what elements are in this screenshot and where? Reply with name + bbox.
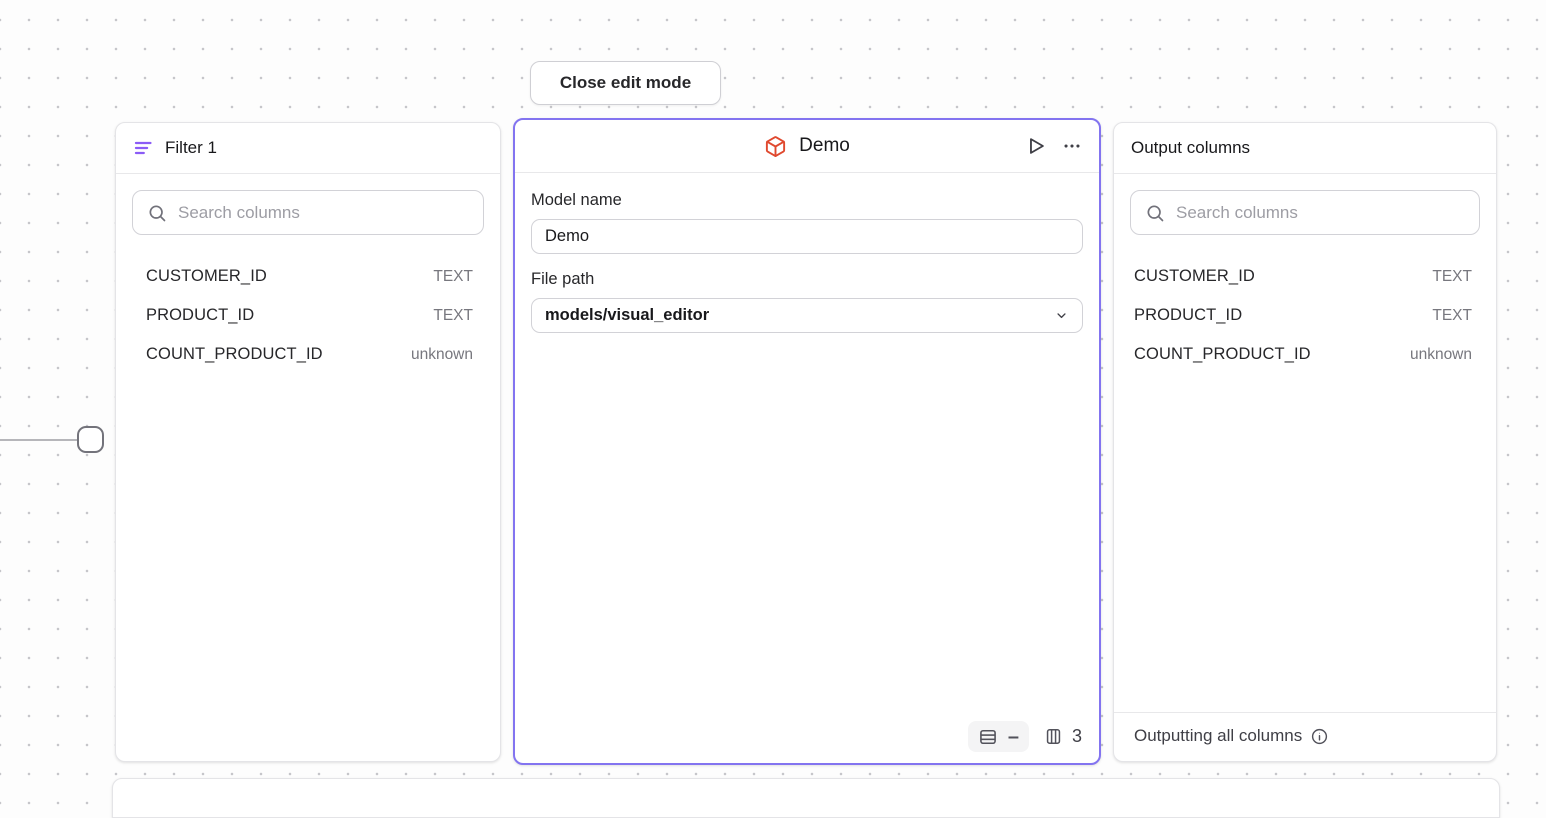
results-preview-panel <box>112 778 1500 818</box>
ellipsis-icon <box>1064 144 1080 148</box>
column-type: TEXT <box>1432 306 1472 324</box>
filter-column-list: CUSTOMER_ID TEXT PRODUCT_ID TEXT COUNT_P… <box>116 251 500 374</box>
column-type: unknown <box>410 345 473 363</box>
output-column-list: CUSTOMER_ID TEXT PRODUCT_ID TEXT COUNT_P… <box>1114 251 1496 374</box>
filter-node-panel: Filter 1 CUSTOMER_ID TEXT PRODUCT_ID TEX… <box>115 122 501 762</box>
model-stats-bar: – 3 <box>967 721 1082 752</box>
output-panel-title: Output columns <box>1131 138 1251 157</box>
output-footer: Outputting all columns <box>1114 712 1496 761</box>
output-search-input[interactable] <box>1176 202 1465 223</box>
file-path-value: models/visual_editor <box>545 306 710 324</box>
model-menu-button[interactable] <box>1055 129 1089 163</box>
column-row[interactable]: COUNT_PRODUCT_ID unknown <box>1114 335 1496 374</box>
column-row[interactable]: PRODUCT_ID TEXT <box>116 296 500 335</box>
model-name-input[interactable] <box>531 219 1083 254</box>
column-type: TEXT <box>1432 267 1472 285</box>
output-footer-text: Outputting all columns <box>1134 726 1303 745</box>
column-count-stat[interactable]: 3 <box>1044 726 1082 747</box>
filter-search-input[interactable] <box>178 202 469 223</box>
column-name: COUNT_PRODUCT_ID <box>1134 345 1311 363</box>
column-row[interactable]: PRODUCT_ID TEXT <box>1114 296 1496 335</box>
table-columns-icon <box>1044 727 1063 746</box>
model-panel-body: Model name File path models/visual_edito… <box>515 173 1099 351</box>
info-icon[interactable] <box>1310 727 1329 746</box>
model-header-actions <box>1019 120 1089 172</box>
edge-connector-handle[interactable] <box>77 426 104 453</box>
column-type: TEXT <box>433 267 473 285</box>
filter-search-box <box>132 190 484 235</box>
filter-panel-title: Filter 1 <box>165 138 217 157</box>
close-edit-mode-button[interactable]: Close edit mode <box>530 61 721 105</box>
run-model-button[interactable] <box>1019 129 1053 163</box>
chevron-down-icon <box>1054 308 1069 323</box>
column-type: TEXT <box>433 306 473 324</box>
edge-connector-line <box>0 439 79 441</box>
column-row[interactable]: COUNT_PRODUCT_ID unknown <box>116 335 500 374</box>
model-panel-header: Demo <box>515 120 1099 173</box>
table-rows-icon <box>978 727 998 747</box>
output-search-box <box>1130 190 1480 235</box>
filter-panel-header: Filter 1 <box>116 123 500 174</box>
row-count-value: – <box>1007 725 1019 748</box>
row-count-toggle[interactable]: – <box>967 721 1029 752</box>
cube-icon <box>764 135 787 158</box>
search-icon <box>147 203 167 223</box>
column-name: COUNT_PRODUCT_ID <box>146 345 323 363</box>
play-icon <box>1030 138 1044 154</box>
search-icon <box>1145 203 1165 223</box>
column-row[interactable]: CUSTOMER_ID TEXT <box>116 257 500 296</box>
column-count-value: 3 <box>1071 726 1082 746</box>
output-panel-header: Output columns <box>1114 123 1496 174</box>
file-path-label: File path <box>531 270 595 288</box>
column-name: PRODUCT_ID <box>146 306 255 324</box>
column-type: unknown <box>1409 345 1472 363</box>
filter-lines-icon <box>133 138 153 158</box>
column-row[interactable]: CUSTOMER_ID TEXT <box>1114 257 1496 296</box>
model-name-label: Model name <box>531 191 622 209</box>
model-panel-title: Demo <box>799 135 850 156</box>
column-name: CUSTOMER_ID <box>146 267 267 285</box>
file-path-select[interactable]: models/visual_editor <box>531 298 1083 333</box>
model-node-panel: Demo Model name File path models/visual_… <box>513 118 1101 765</box>
output-columns-panel: Output columns CUSTOMER_ID TEXT PRODUCT_… <box>1113 122 1497 762</box>
column-name: PRODUCT_ID <box>1134 306 1243 324</box>
column-name: CUSTOMER_ID <box>1134 267 1255 285</box>
